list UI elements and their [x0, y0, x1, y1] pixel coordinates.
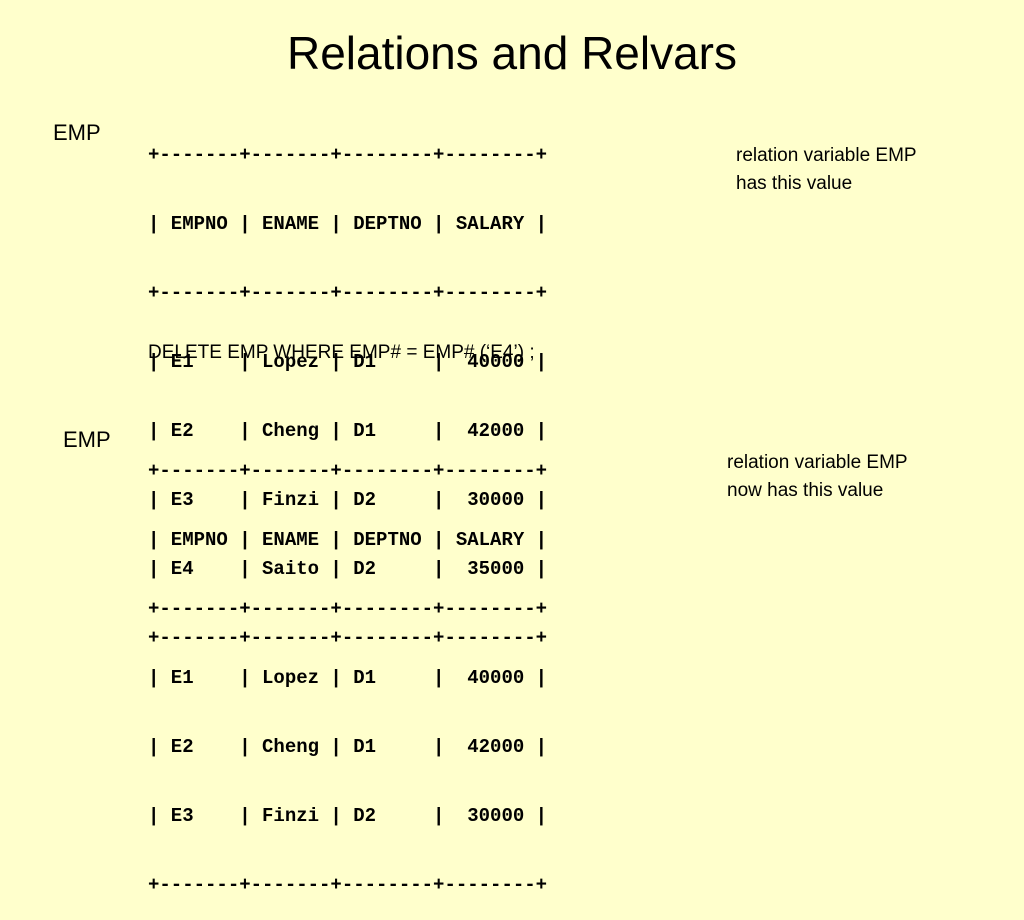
- delete-statement: DELETE EMP WHERE EMP# = EMP# (‘E4’) ;: [148, 342, 535, 363]
- slide-title: Relations and Relvars: [286, 27, 737, 79]
- note-line: relation variable EMP: [727, 452, 908, 473]
- table-row: | E4 | Saito | D2 | 35000 |: [148, 558, 548, 580]
- table-row: | E2 | Cheng | D1 | 42000 |: [148, 420, 548, 442]
- note-line: now has this value: [727, 480, 884, 501]
- table-header-line: | EMPNO | ENAME | DEPTNO | SALARY |: [148, 529, 548, 551]
- note-after: relation variable EMP now has this value: [727, 449, 987, 505]
- emp-table-before: +-------+-------+--------+--------+ | EM…: [148, 98, 547, 673]
- table-border-line: +-------+-------+--------+--------+: [148, 460, 548, 482]
- note-before: relation variable EMP has this value: [736, 142, 996, 198]
- table-row: | E3 | Finzi | D2 | 30000 |: [148, 489, 548, 511]
- note-line: has this value: [736, 173, 853, 194]
- table-row: | E1 | Lopez | D1 | 40000 |: [148, 351, 548, 373]
- table-border-line: +-------+-------+--------+--------+: [148, 144, 548, 166]
- table-row: | E2 | Cheng | D1 | 42000 |: [148, 736, 548, 758]
- table-header-line: | EMPNO | ENAME | DEPTNO | SALARY |: [148, 213, 548, 235]
- note-line: relation variable EMP: [736, 145, 917, 166]
- table-row: | E1 | Lopez | D1 | 40000 |: [148, 667, 548, 689]
- emp-table-after: +-------+-------+--------+--------+ | EM…: [148, 414, 547, 920]
- table-row: | E3 | Finzi | D2 | 30000 |: [148, 805, 548, 827]
- table-border-line: +-------+-------+--------+--------+: [148, 874, 548, 896]
- table-border-line: +-------+-------+--------+--------+: [148, 282, 548, 304]
- table-border-line: +-------+-------+--------+--------+: [148, 627, 548, 649]
- table-border-line: +-------+-------+--------+--------+: [148, 598, 548, 620]
- relvar-label-before: EMP: [53, 120, 101, 145]
- relvar-label-after: EMP: [63, 427, 111, 452]
